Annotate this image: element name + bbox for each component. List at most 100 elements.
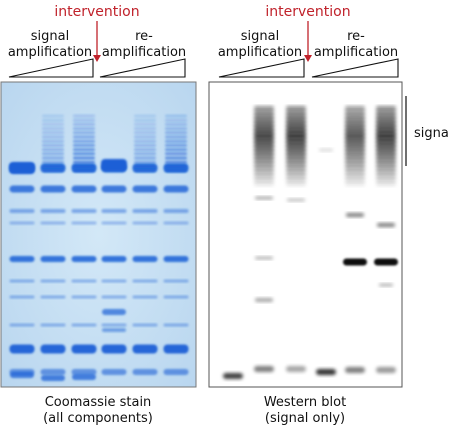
coomassie-band <box>163 323 189 327</box>
coomassie-band <box>71 209 97 213</box>
coomassie-band <box>72 374 96 380</box>
western-smear-band <box>376 150 396 154</box>
right-wedge-2 <box>311 58 399 78</box>
coomassie-ladder-band <box>73 131 95 135</box>
coomassie-band <box>41 375 65 381</box>
western-smear-band <box>345 158 365 162</box>
western-smear-band <box>376 114 396 118</box>
left-wedge-1 <box>8 58 94 78</box>
coomassie-ladder-band <box>165 160 187 164</box>
western-smear-band <box>286 170 306 174</box>
western-smear-band <box>345 130 365 134</box>
coomassie-band <box>163 256 189 262</box>
coomassie-ladder-band <box>134 160 156 164</box>
coomassie-ladder-band <box>73 156 95 160</box>
western-smear-band <box>376 158 396 162</box>
western-smear-band <box>376 134 396 138</box>
coomassie-ladder-band <box>134 118 156 122</box>
western-smear-band <box>376 106 396 110</box>
western-smear-band <box>345 162 365 166</box>
western-smear-band <box>376 154 396 158</box>
western-smear-band <box>286 130 306 134</box>
western-smear-band <box>254 122 274 126</box>
western-smear-band <box>376 146 396 150</box>
coomassie-band <box>163 344 189 354</box>
western-band <box>319 148 333 152</box>
western-smear-band <box>345 110 365 114</box>
right-intervention-label: intervention <box>265 4 350 20</box>
coomassie-ladder-band <box>73 152 95 156</box>
coomassie-ladder-band <box>165 169 187 173</box>
coomassie-ladder-band <box>134 135 156 139</box>
coomassie-gel <box>0 81 197 388</box>
left-intervention-label: intervention <box>54 4 139 20</box>
right-caption-line2: (signal only) <box>265 411 345 426</box>
right-intervention-arrowhead <box>304 55 312 62</box>
coomassie-ladder-band <box>165 152 187 156</box>
western-smear-band <box>345 182 365 186</box>
western-smear-band <box>254 182 274 186</box>
coomassie-ladder-band <box>134 169 156 173</box>
coomassie-ladder-band <box>134 131 156 135</box>
western-smear-band <box>345 174 365 178</box>
coomassie-ladder-band <box>134 152 156 156</box>
coomassie-ladder-band <box>73 160 95 164</box>
coomassie-band <box>71 185 97 193</box>
western-band <box>346 213 364 217</box>
western-smear-band <box>254 154 274 158</box>
coomassie-band <box>132 279 158 283</box>
western-smear-band <box>254 178 274 182</box>
coomassie-band <box>163 279 189 283</box>
coomassie-band <box>132 323 158 327</box>
coomassie-ladder-band <box>42 122 64 126</box>
western-smear-band <box>286 122 306 126</box>
coomassie-band <box>40 185 66 193</box>
western-smear-band <box>254 114 274 118</box>
western-smear-band <box>254 110 274 114</box>
western-smear-band <box>345 138 365 142</box>
coomassie-ladder-band <box>42 127 64 131</box>
coomassie-band <box>101 185 127 193</box>
western-smear-band <box>286 114 306 118</box>
coomassie-ladder-band <box>165 148 187 152</box>
western-smear-band <box>286 154 306 158</box>
coomassie-band <box>101 256 127 262</box>
western-smear-band <box>345 142 365 146</box>
coomassie-ladder-band <box>165 164 187 168</box>
coomassie-ladder-band <box>73 143 95 147</box>
coomassie-band <box>132 209 158 213</box>
coomassie-ladder-band <box>165 131 187 135</box>
western-band <box>286 366 306 372</box>
coomassie-ladder-band <box>134 164 156 168</box>
western-band <box>377 223 395 227</box>
coomassie-ladder-band <box>134 114 156 118</box>
western-smear-band <box>254 118 274 122</box>
coomassie-ladder-band <box>165 114 187 118</box>
coomassie-ladder-band <box>73 135 95 139</box>
western-smear-band <box>345 166 365 170</box>
western-smear-band <box>286 118 306 122</box>
western-band <box>254 366 274 372</box>
coomassie-band <box>71 369 97 375</box>
coomassie-ladder-band <box>73 139 95 143</box>
western-smear-band <box>376 122 396 126</box>
coomassie-ladder-band <box>42 139 64 143</box>
right-group2-line1: re- <box>347 29 365 44</box>
coomassie-ladder-band <box>42 169 64 173</box>
western-smear-band <box>286 106 306 110</box>
coomassie-band <box>132 185 158 193</box>
coomassie-band <box>9 256 35 262</box>
western-band <box>379 283 393 287</box>
western-smear-band <box>286 146 306 150</box>
western-smear-band <box>376 174 396 178</box>
coomassie-band <box>101 209 127 213</box>
western-smear-band <box>345 146 365 150</box>
coomassie-ladder-band <box>165 143 187 147</box>
left-group2-line1: re- <box>135 29 153 44</box>
coomassie-band <box>40 369 66 375</box>
coomassie-band <box>71 295 97 299</box>
coomassie-ladder-band <box>73 114 95 118</box>
coomassie-band <box>40 221 66 225</box>
western-smear-band <box>254 130 274 134</box>
coomassie-band <box>40 279 66 283</box>
